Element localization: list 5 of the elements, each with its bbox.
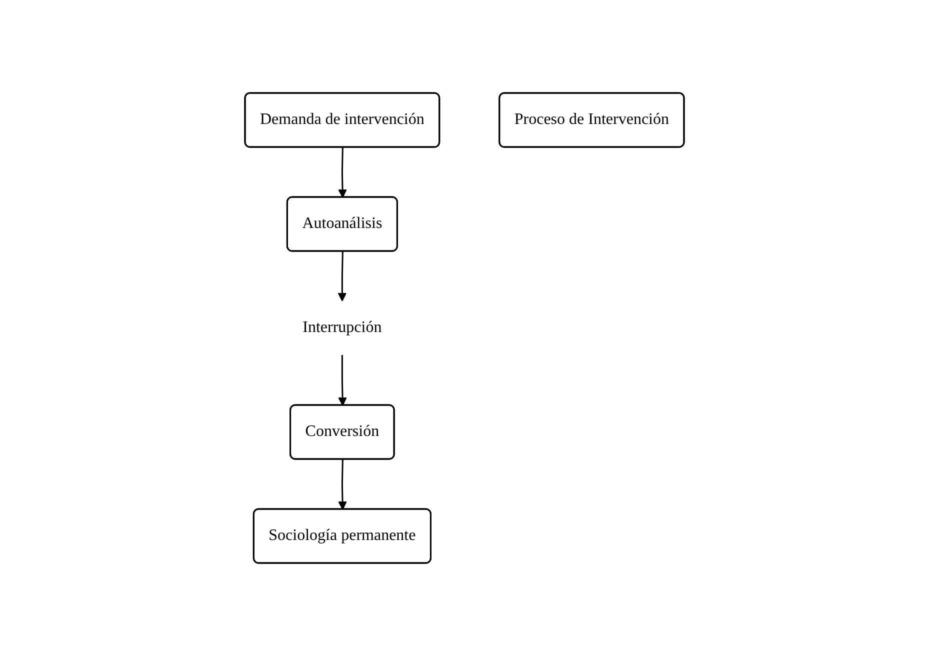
- arrow: [338, 147, 346, 198]
- arrow: [338, 355, 346, 406]
- arrow: [338, 459, 346, 510]
- node-text: Interrupción: [302, 319, 382, 336]
- arrow: [337, 251, 346, 302]
